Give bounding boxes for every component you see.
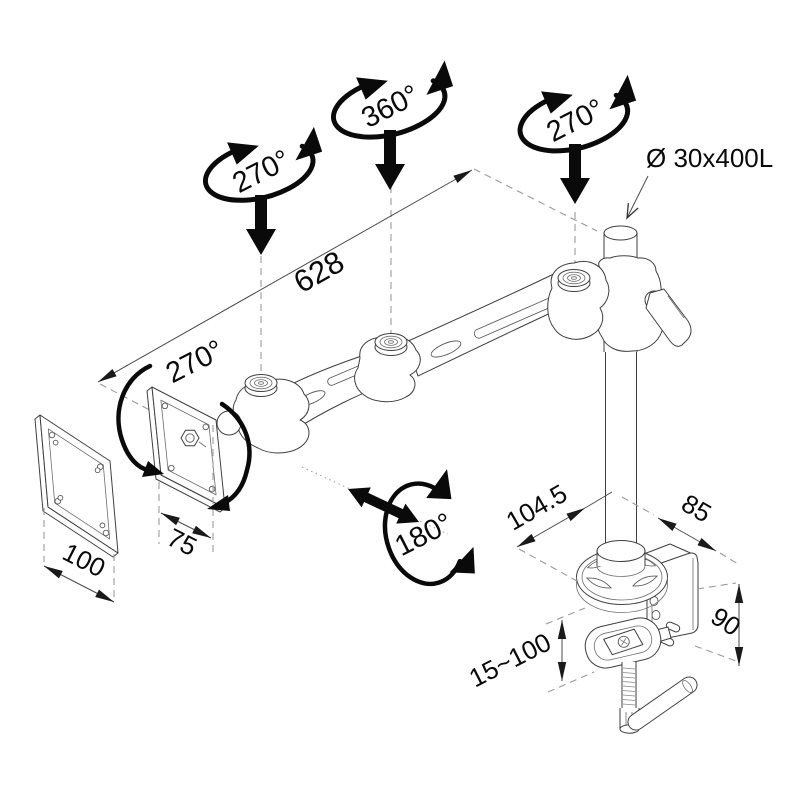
rotation-symbol-elbow: [202, 126, 323, 203]
dim-line-base-depth: [516, 507, 586, 548]
vesa-plate-75: [146, 386, 226, 513]
dim-line-base-width: [657, 517, 717, 552]
rotation-symbol-arm-swivel: [348, 469, 475, 587]
label-base-width: 85: [676, 488, 716, 528]
arm-link-rear: [405, 271, 571, 377]
label-vesa-tilt: 270°: [161, 334, 229, 390]
label-arm-reach: 628: [288, 244, 350, 300]
elbow-joint-knob: [244, 374, 278, 397]
pole-joint-knob: [557, 269, 591, 292]
center-bolt: [180, 429, 207, 448]
clamp-pad: [584, 617, 672, 669]
label-vesa-75: 75: [162, 522, 201, 562]
pole-lower: [605, 352, 637, 550]
pole-collar: [595, 255, 692, 352]
label-base-depth: 104.5: [501, 478, 572, 537]
label-pole-size: Ø 30x400L: [646, 143, 773, 173]
leader-line-pole-size: [626, 175, 649, 220]
ext-line-628-right: [473, 168, 598, 232]
dim-ext-base-depth: [584, 491, 613, 509]
dim-line-vesa-100: [43, 565, 115, 603]
clamp-handle: [627, 676, 698, 731]
tension-lever: [644, 288, 692, 347]
label-clamp-height: 90: [706, 601, 747, 642]
label-clamp-range: 15~100: [464, 627, 556, 693]
rotation-symbol-vesa-tilt: [116, 363, 252, 511]
bracket-hole: [651, 610, 661, 620]
fold-double-arrow: [348, 487, 419, 524]
dim-line-vesa-75: [160, 512, 212, 539]
monitor-arm-parts: [34, 225, 699, 734]
base-hub: [596, 540, 646, 577]
mid-joint-knob: [374, 333, 408, 356]
down-arrow-elbow: [246, 195, 276, 255]
dimension-lines: [43, 169, 744, 681]
rotation-symbol-mid: [331, 60, 454, 140]
rotation-symbol-pole: [517, 74, 637, 154]
vesa-plate-100: [34, 414, 119, 558]
construction-lines-front: [43, 425, 739, 693]
dim-line-arm-reach: [97, 169, 473, 383]
rotation-symbols: [116, 60, 637, 587]
thread-hatching: [622, 667, 636, 706]
